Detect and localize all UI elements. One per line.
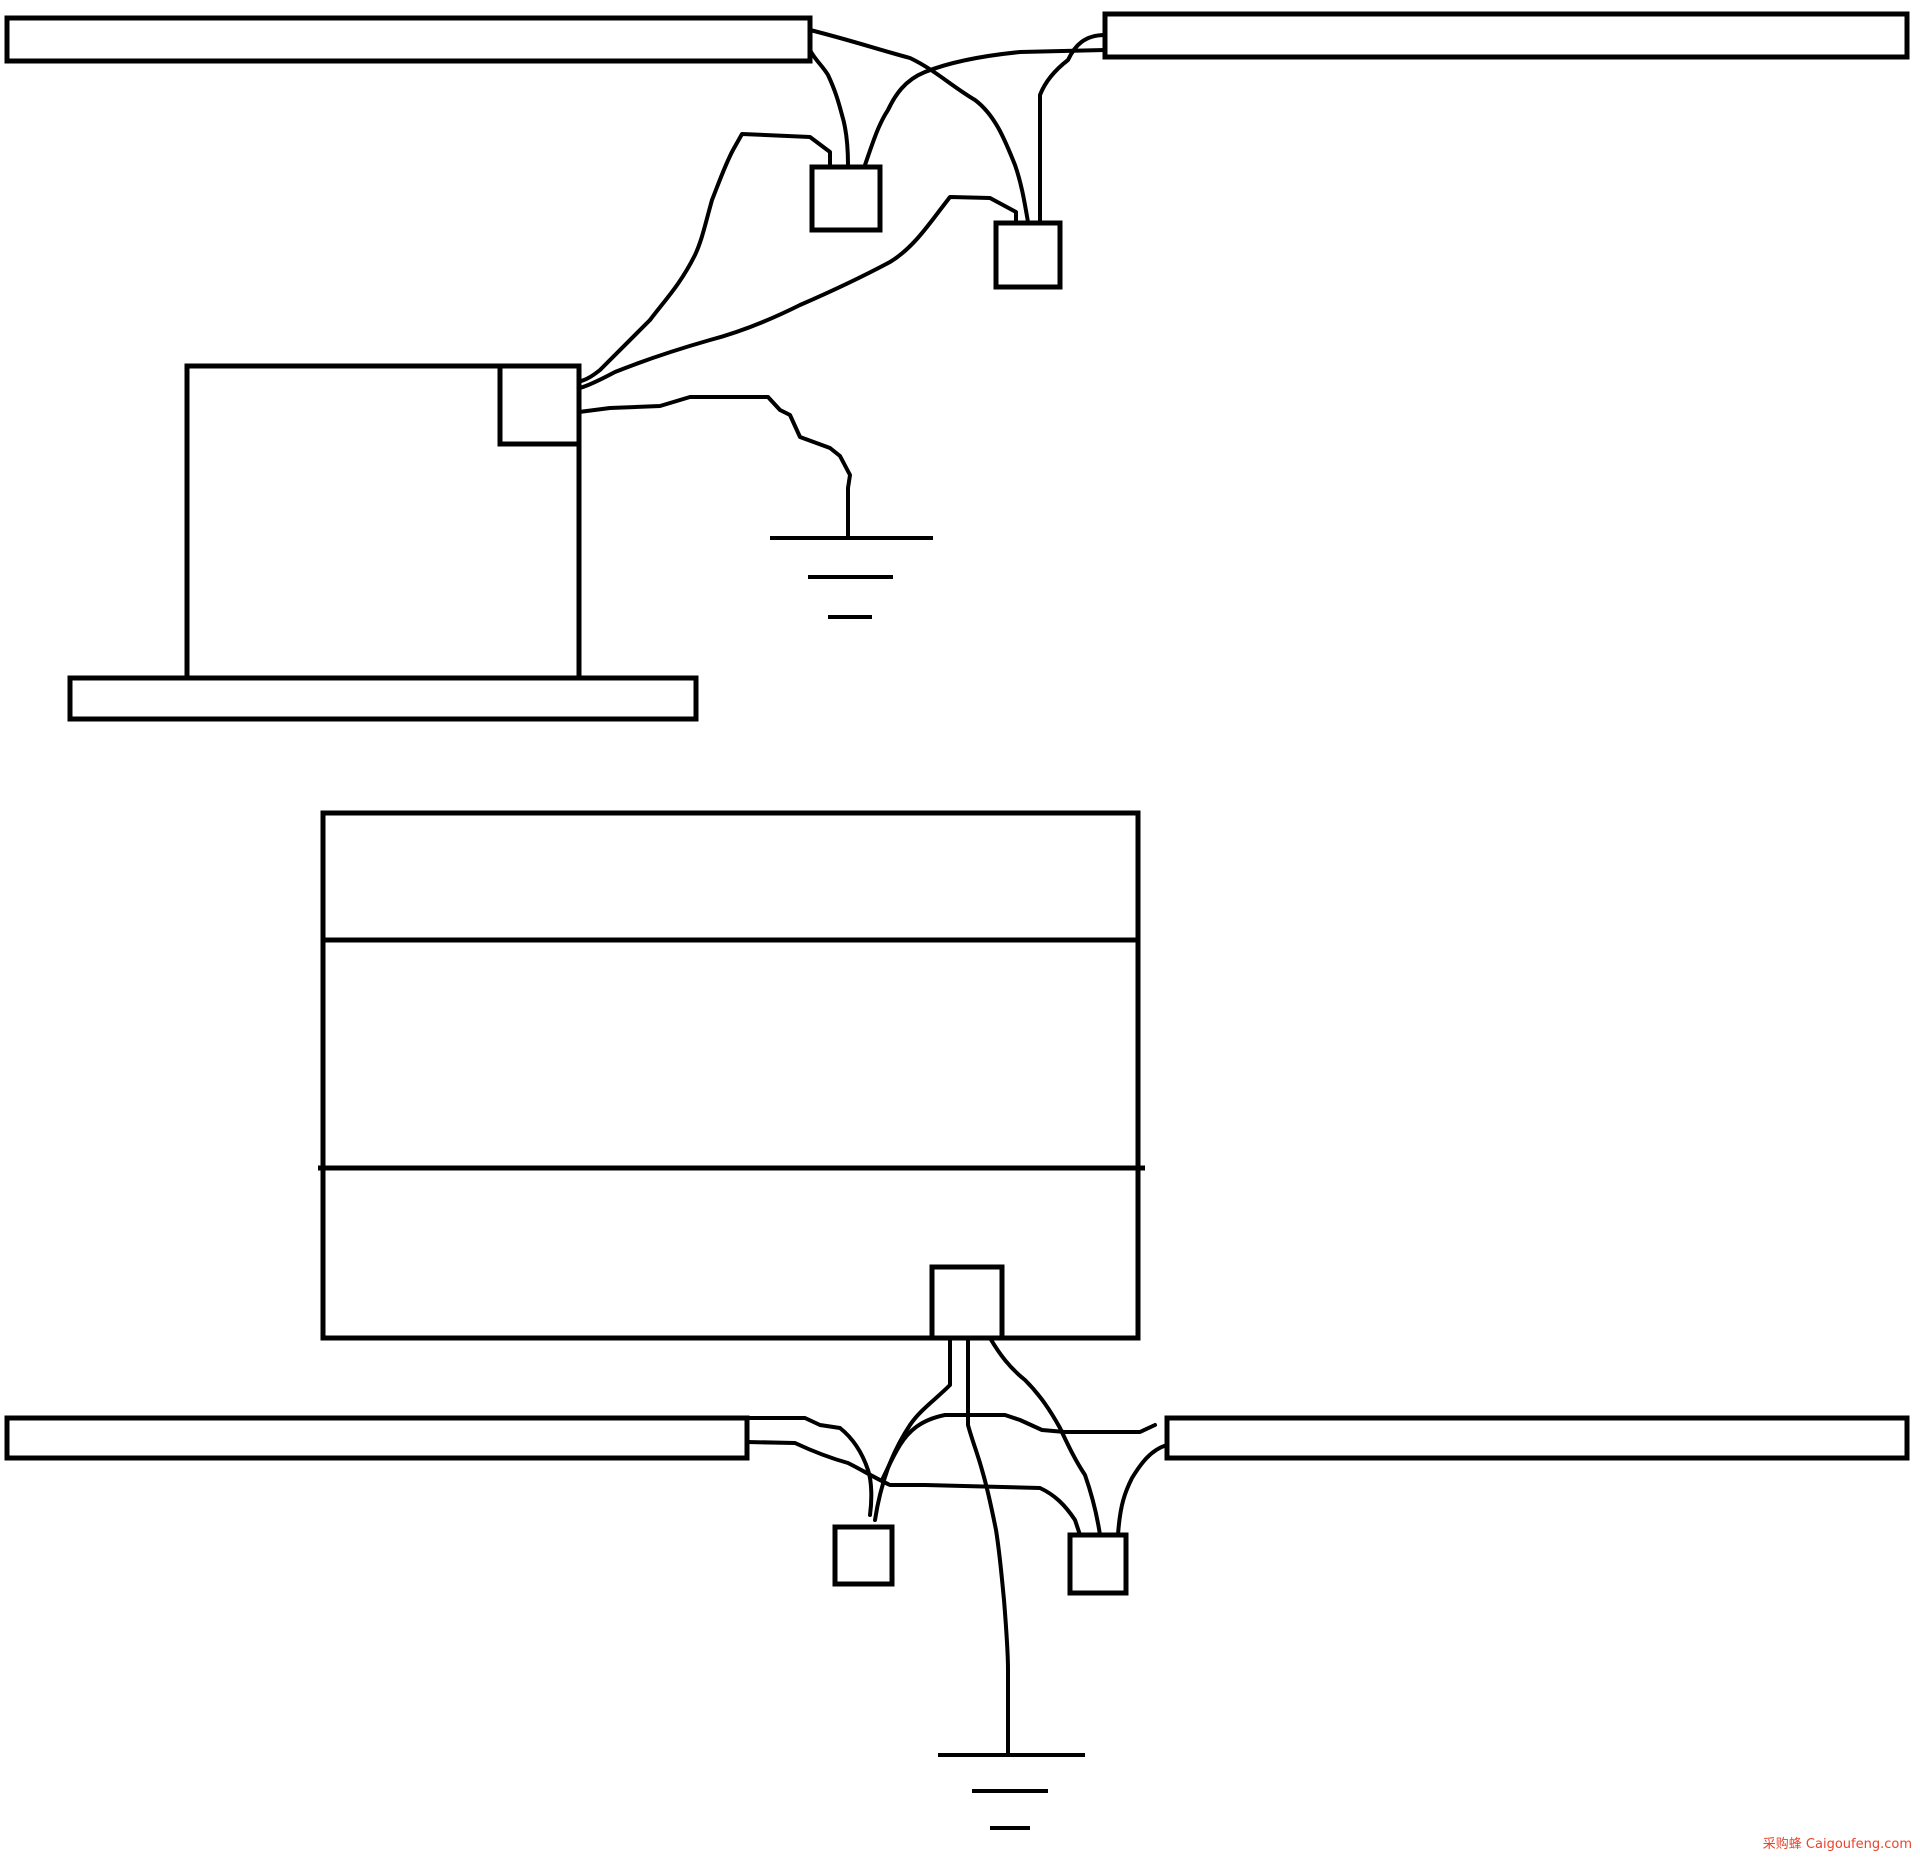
junction-box: [832, 1524, 895, 1587]
ground-symbol: [770, 536, 933, 619]
bottom-right-bar: [1164, 1415, 1910, 1461]
wire: [880, 1413, 1157, 1482]
junction-box: [1067, 1532, 1129, 1596]
cabinet-base: [67, 675, 699, 722]
top-right-bar: [1102, 11, 1910, 60]
wire: [808, 48, 850, 167]
wire: [576, 132, 832, 384]
junction-box: [809, 164, 883, 233]
cabinet-terminal-box: [497, 363, 582, 447]
wire: [1038, 33, 1107, 224]
bottom-left-bar: [4, 1415, 750, 1461]
panel-terminal-box: [929, 1264, 1005, 1341]
junction-box: [993, 220, 1063, 290]
wire: [1116, 1443, 1169, 1537]
ground-symbol: [938, 1753, 1085, 1830]
top-left-bar: [4, 15, 813, 64]
wire: [745, 1440, 1082, 1537]
wire: [863, 48, 1107, 167]
control-panel: [320, 810, 1141, 1341]
wire: [577, 395, 852, 539]
wire: [578, 195, 1018, 390]
wire: [745, 1416, 874, 1517]
watermark: 采购蜂 Caigoufeng.com: [1762, 1837, 1912, 1852]
wire: [966, 1336, 1010, 1757]
wire: [808, 28, 1030, 224]
wire: [988, 1336, 1102, 1537]
